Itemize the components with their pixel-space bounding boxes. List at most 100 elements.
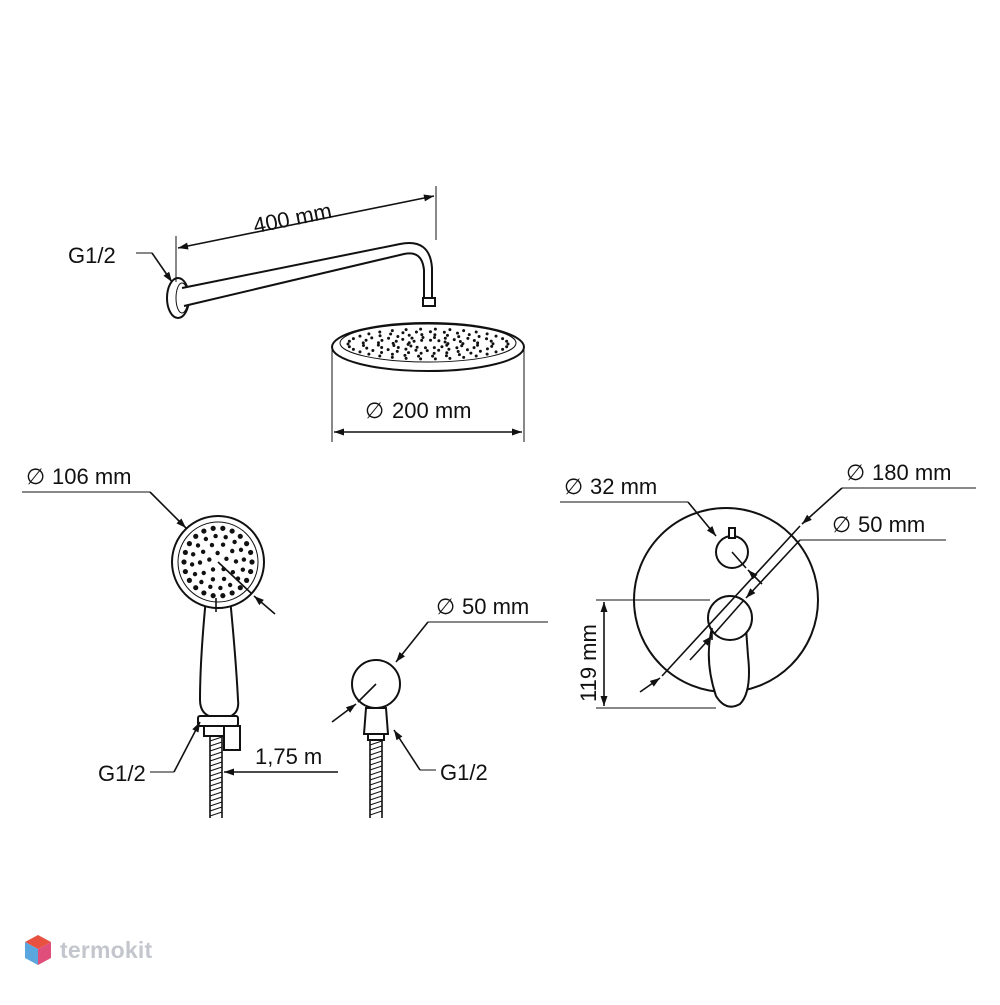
nozzle-dot — [443, 336, 447, 340]
nozzle-dot — [420, 333, 424, 337]
nozzle-dot — [213, 533, 218, 539]
nozzle-dot — [376, 343, 380, 347]
nozzle-dot — [210, 525, 216, 531]
diameter-symbol: ∅ — [832, 512, 851, 537]
hose-ridge — [369, 745, 383, 751]
nozzle-dot — [391, 341, 395, 345]
nozzle-dot — [210, 567, 216, 572]
nozzle-dot — [386, 348, 390, 352]
nozzle-dot — [494, 350, 498, 354]
nozzle-dot — [380, 351, 384, 355]
nozzle-dot — [390, 352, 394, 356]
nozzle-dot — [394, 339, 398, 343]
nozzle-dot — [203, 536, 209, 542]
nozzle-dot — [367, 352, 371, 356]
nozzle-dot — [485, 347, 489, 351]
nozzle-dot — [465, 348, 469, 352]
nozzle-dot — [420, 338, 424, 342]
nozzle-dot — [201, 590, 207, 596]
hose-ridge — [369, 740, 383, 746]
nozzle-dot — [448, 356, 452, 360]
hose-ridge — [209, 781, 223, 787]
nozzle-dot — [432, 336, 436, 340]
nozzle-dot — [220, 542, 226, 547]
hose-ridge — [369, 795, 383, 801]
hose-ridge — [209, 796, 223, 802]
nozzle-dot — [232, 539, 237, 545]
nozzle-dot — [437, 348, 441, 352]
nozzle-dot — [362, 344, 366, 348]
nozzle-dot — [404, 328, 408, 332]
hose-ridge — [209, 741, 223, 747]
nozzle-dot — [401, 331, 405, 335]
outlet-thread-label: G1/2 — [440, 760, 488, 785]
nozzle-dot — [371, 348, 375, 352]
nozzle-dot — [208, 584, 213, 590]
hose-length-label: 1,75 m — [255, 744, 322, 769]
nozzle-dot — [476, 341, 480, 345]
nozzle-dot — [485, 332, 489, 336]
nozzle-dot — [210, 593, 216, 599]
nozzle-dot — [476, 343, 480, 347]
hand-diameter-label: 106 mm — [52, 464, 131, 489]
plate-diameter-label: 180 mm — [872, 460, 951, 485]
nozzle-dot — [227, 582, 233, 588]
hose-ridge — [369, 790, 383, 796]
nozzle-dot — [460, 344, 464, 348]
nozzle-dot — [425, 349, 429, 353]
diameter-symbol: ∅ — [365, 398, 384, 423]
nozzle-dot — [200, 549, 206, 555]
nozzle-dot — [195, 543, 201, 548]
nozzle-dot — [238, 547, 244, 553]
nozzle-dot — [190, 552, 196, 557]
hose-ridge — [369, 810, 383, 816]
hose-ridge — [369, 765, 383, 771]
hand-diameter-dimension: ∅ 106 mm — [22, 464, 276, 615]
nozzle-dot — [478, 349, 482, 353]
nozzle-dot — [404, 356, 408, 360]
nozzle-dot — [501, 337, 505, 341]
cube-logo-icon — [25, 935, 51, 965]
nozzle-dot — [490, 344, 494, 348]
nozzle-dot — [477, 334, 481, 338]
nozzle-dot — [347, 345, 351, 349]
nozzle-dot — [230, 569, 236, 575]
nozzle-dot — [218, 585, 223, 591]
nozzle-dot — [407, 341, 411, 345]
diameter-symbol: ∅ — [846, 460, 865, 485]
nozzle-dot — [437, 339, 441, 343]
nozzle-dot — [419, 351, 423, 355]
nozzle-dot — [448, 328, 452, 332]
outlet-diameter-label: 50 mm — [462, 594, 529, 619]
nozzle-dot — [201, 528, 207, 534]
nozzle-dot — [223, 534, 228, 540]
nozzle-dot — [207, 557, 212, 562]
brand-name: termokit — [60, 936, 153, 963]
nozzle-dot — [181, 559, 187, 565]
hand-thread-label: G1/2 — [98, 761, 146, 786]
brand-watermark: termokit — [24, 934, 152, 966]
nozzle-dot — [445, 343, 449, 347]
nozzle-dot — [455, 346, 459, 350]
nozzle-dot — [467, 333, 471, 337]
plate-diameter-dimension: ∅ 180 mm — [639, 460, 976, 693]
hose-ridge — [369, 750, 383, 756]
hose-ridge — [369, 785, 383, 791]
nozzle-dot — [367, 332, 371, 336]
diameter-symbol: ∅ — [26, 464, 45, 489]
nozzle-dot — [224, 556, 229, 562]
hose-ridge — [209, 786, 223, 792]
nozzle-dot — [241, 557, 247, 562]
nozzle-dot — [472, 338, 476, 342]
hand-shower — [171, 515, 265, 751]
nozzle-dot — [197, 560, 203, 565]
nozzle-dot — [433, 327, 437, 331]
nozzle-dot — [491, 342, 495, 346]
nozzle-dot — [244, 577, 250, 583]
hand-thread-callout: G1/2 — [98, 721, 201, 786]
nozzle-dot — [403, 353, 407, 357]
nozzle-dot — [378, 330, 382, 334]
hose-ridge — [209, 746, 223, 752]
nozzle-dot — [444, 354, 448, 358]
arm-thread-label: G1/2 — [68, 243, 116, 268]
